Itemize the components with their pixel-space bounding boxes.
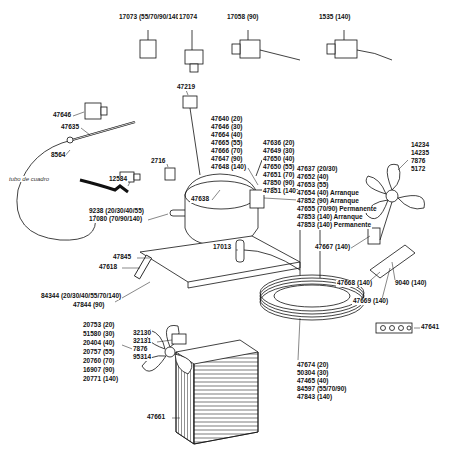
callout-number: 47668 (140) [336,280,373,287]
callout-number: 17073 (55/70/90/140) [118,14,182,21]
callout-number: 8564 [50,152,66,159]
callout-number: 16907 (90) [82,367,115,374]
callout-number: 47637 (20/30) [296,166,338,173]
callout-number: 2716 [150,158,166,165]
callout-number: 47635 [60,124,80,131]
callout-number: 47646 [52,112,72,119]
callout-number: 47640 (20) [210,116,243,123]
callout-number: 47852 (90) Arranque [296,198,360,205]
callout-number: 32131 [132,338,152,345]
callout-number: 47665 (55) [210,140,243,147]
callout-number: 1535 (140) [318,14,351,21]
callout-number: tubo de cuadro [8,176,50,182]
callout-number: 17074 [178,14,198,21]
callout-number: 9040 (140) [394,280,427,287]
callout-number: 47219 [176,84,196,91]
callout-number: 47654 (40) Arranque [296,190,360,197]
callout-number: 47648 (140) [210,164,247,171]
callout-number: 47843 (140) [296,394,333,401]
callout-number: 47661 [146,414,166,421]
callout-number: 47647 (90) [210,156,243,163]
callout-number: 20760 (70) [82,358,115,365]
switch [140,40,156,58]
callout-number: 14235 [410,150,430,157]
callout-number: 32130 [132,330,152,337]
callout-number: 84597 (55/70/90) [296,386,348,393]
callout-number: 47618 [98,264,118,271]
callout-number: 47465 (40) [296,378,329,385]
callout-number: 17080 (70/90/140) [88,216,143,223]
callout-number: 47650 (40) [262,156,295,163]
callout-number: 17013 [212,244,232,251]
callout-number: 47652 (40) [296,174,329,181]
callout-number: 47653 (55) [296,182,329,189]
callout-number: 47666 (70) [210,148,243,155]
callout-number: 20757 (55) [82,349,115,356]
callout-number: 47664 (40) [210,132,243,139]
callout-number: 5172 [410,166,426,173]
callout-number: 47853 (140) Arranque [296,214,364,221]
callout-number: 9238 (20/30/40/55) [88,208,145,215]
callout-number: 47850 (90) [262,180,295,187]
callout-number: 47651 (70) [262,172,295,179]
callout-number: 47655 (70/90) Permanente [296,206,378,213]
callout-number: 47674 (20) [296,362,329,369]
callout-number: 47636 (20) [262,140,295,147]
callout-number: 14234 [410,142,430,149]
callout-number: 7876 [410,158,426,165]
callout-number: 47649 (30) [262,148,295,155]
callout-number: 95314 [132,354,152,361]
callout-number: 47641 [420,324,440,331]
callout-number: 47646 (30) [210,124,243,131]
callout-number: 50304 (30) [296,370,329,377]
callout-number: 12584 [108,176,128,183]
callout-number: 47853 (140) Permanente [296,222,372,229]
callout-number: 51580 (30) [82,331,115,338]
callout-number: 17058 (90) [226,14,259,21]
callout-number: 20771 (140) [82,376,119,383]
callout-number: 84344 (20/30/40/55/70/140) [40,293,122,300]
callout-number: 47638 [190,196,210,203]
callout-number: 47845 [112,254,132,261]
callout-number: 47844 (90) [72,302,105,309]
callout-number: 47650 (55) [262,164,295,171]
callout-number: 47669 (140) [352,298,389,305]
callout-number: 47851 (140) [262,188,299,195]
callout-number: 20753 (20) [82,322,115,329]
callout-number: 20404 (40) [82,340,115,347]
callout-number: 7876 [132,346,148,353]
callout-number: 47667 (140) [314,244,351,251]
